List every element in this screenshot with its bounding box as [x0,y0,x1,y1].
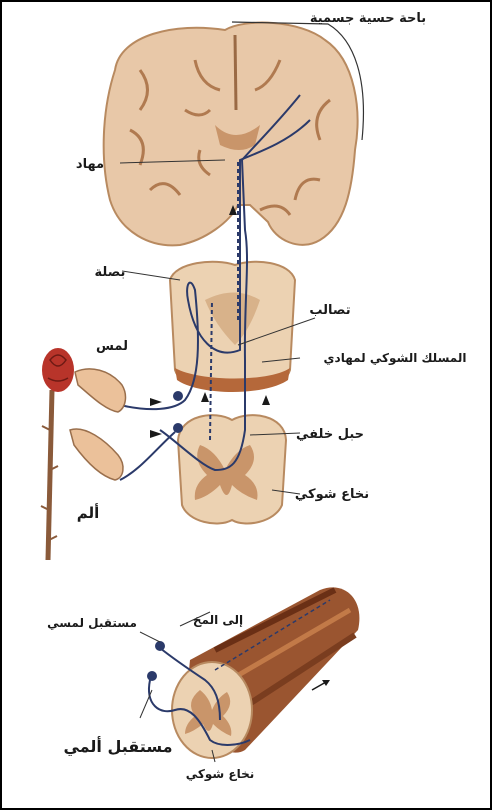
arrow-right-touch [150,398,162,406]
label-bulb: بصلة [95,265,126,280]
label-decussation: تصالب [309,303,350,318]
leader-pain-receptor [140,690,152,718]
label-somatosensory-area: باحة حسية جسمية [310,11,426,26]
rose-stem [41,348,74,560]
label-touch-receptor: مستقبل لمسي [47,616,137,630]
touch-hand [75,369,125,412]
label-spinal-cord-bottom: نخاع شوكي [186,767,254,782]
medulla-section [170,262,295,392]
label-thalamus: مهاد [76,157,104,172]
stem [48,390,52,560]
cord-arrow [312,682,326,690]
pain-nerve [120,432,175,480]
touch-neuron-body [173,391,183,401]
arrow-up-medulla [201,392,209,402]
spinal-cord-upper [178,415,286,523]
label-pain: ألم [77,503,100,522]
lower-touch-neuron [155,641,165,651]
label-pain-receptor: مستقبل ألمي [63,736,172,757]
arrow-up-cord [262,395,270,405]
pain-hand [70,429,123,480]
leader-touch-receptor [140,632,160,642]
label-spinothalamic-tract: المسلك الشوكي لمهادي [324,351,467,366]
label-dorsal-column: حبل خلفي [296,427,364,442]
lower-pain-neuron [147,671,157,681]
label-spinal-cord-top: نخاع شوكي [295,487,369,502]
label-to-brain: إلى المخ [193,613,243,627]
brain-midline [235,35,236,110]
label-touch: لمس [96,339,128,354]
